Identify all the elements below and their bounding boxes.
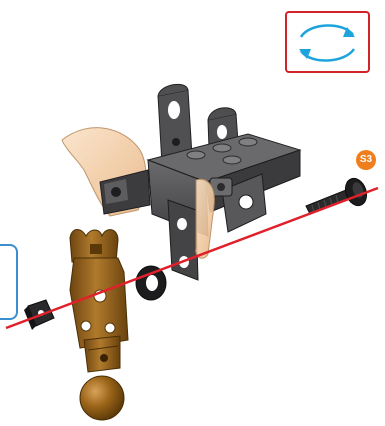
gold-figure-torso: [70, 230, 128, 421]
step-badge: S3: [356, 150, 376, 170]
left-callout-frame: [0, 244, 18, 320]
bracket-assembly: [148, 84, 300, 280]
rotate-hint-box: [285, 11, 370, 73]
black-washer: [136, 266, 166, 300]
clear-tab: [196, 179, 215, 258]
clear-wing-panel: [62, 128, 150, 216]
rotate-arrows-icon: [287, 13, 368, 71]
